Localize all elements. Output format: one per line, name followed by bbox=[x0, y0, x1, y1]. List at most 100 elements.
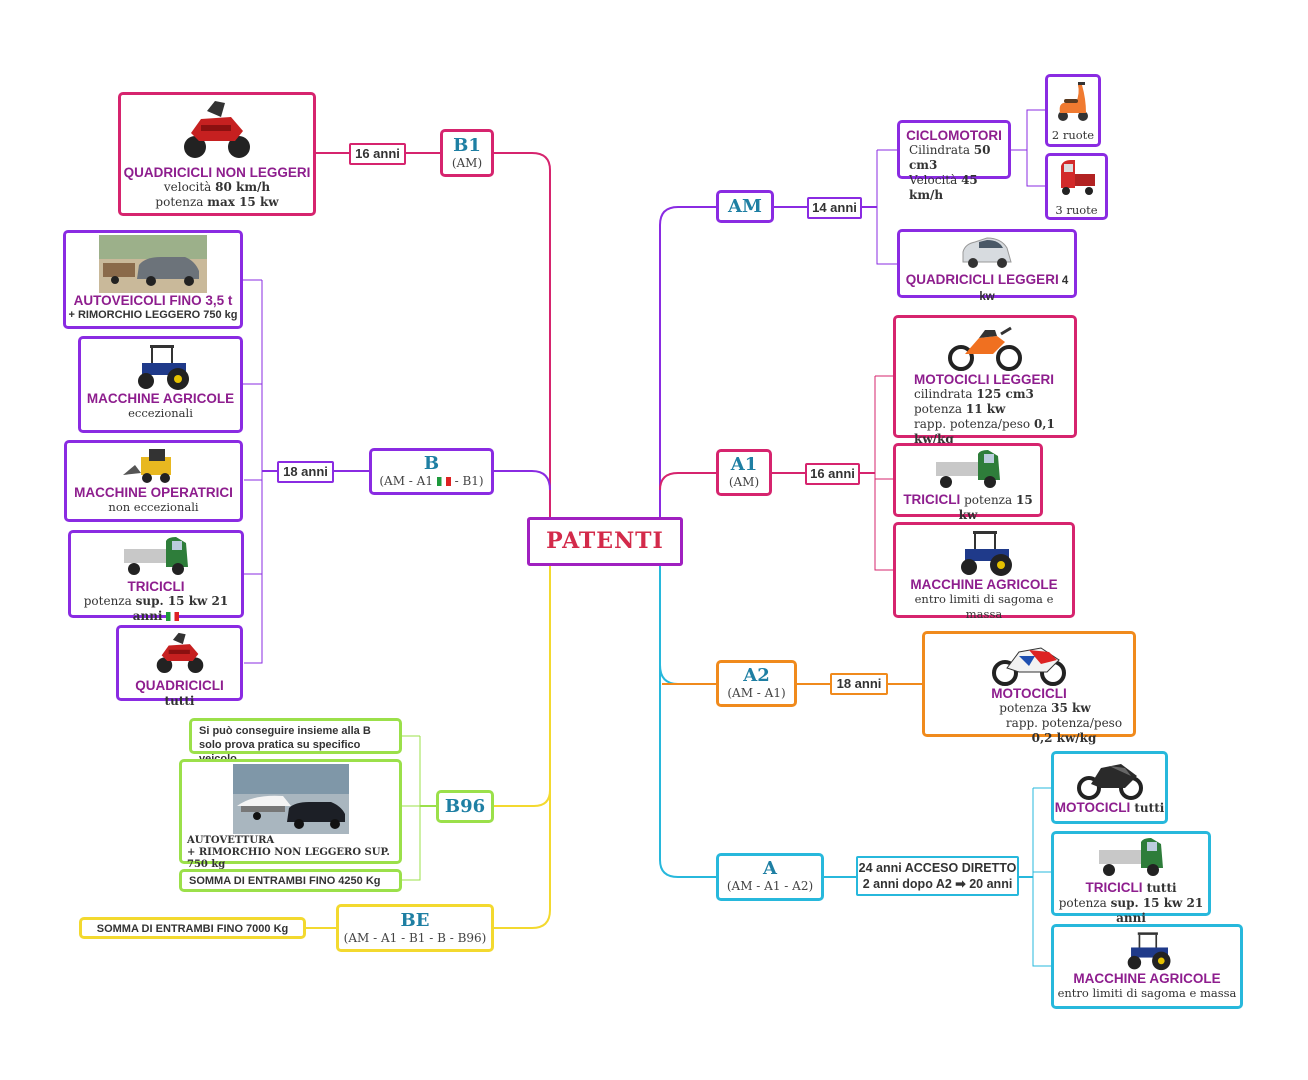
a-moto-title: MOTOCICLI bbox=[1054, 800, 1131, 815]
b1-quad-l1b: 80 km/h bbox=[215, 180, 271, 194]
am-2ruote-card[interactable]: 2 ruote bbox=[1045, 74, 1101, 147]
ape-red-icon bbox=[1060, 160, 1095, 195]
b-macchine-operatrici-card[interactable]: MACCHINE OPERATRICI non eccezionali bbox=[64, 440, 243, 522]
b-agr-title: MACCHINE AGRICOLE bbox=[86, 391, 235, 406]
license-be-node[interactable]: BE (AM - A1 - B1 - B - B96) bbox=[336, 904, 494, 952]
tractor-icon-3 bbox=[137, 345, 189, 390]
car-boat-trailer-icon bbox=[232, 764, 349, 834]
license-b1-node[interactable]: B1 (AM) bbox=[440, 129, 494, 177]
b96-sum-card[interactable]: SOMMA DI ENTRAMBI FINO 4250 Kg bbox=[179, 869, 402, 892]
b-macchine-agricole-card[interactable]: MACCHINE AGRICOLE eccezionali bbox=[78, 336, 243, 433]
b-tric-l1a: potenza bbox=[83, 594, 136, 608]
a1-age-badge: 16 anni bbox=[805, 463, 860, 485]
a1-moto-l2a: potenza bbox=[914, 402, 966, 416]
license-b-sub1: (AM - A1 bbox=[379, 474, 437, 488]
license-am-node[interactable]: AM bbox=[716, 190, 774, 223]
tractor-icon bbox=[961, 531, 1012, 576]
b96-auto-line2: + RIMORCHIO NON LEGGERO SUP. 750 kg bbox=[187, 847, 390, 870]
skid-loader-icon bbox=[122, 449, 171, 483]
be-sum-card[interactable]: SOMMA DI ENTRAMBI FINO 7000 Kg bbox=[79, 917, 306, 939]
license-b96-label: B96 bbox=[444, 796, 486, 817]
motorbike-orange-icon bbox=[948, 326, 1022, 371]
license-b96-node[interactable]: B96 bbox=[436, 790, 494, 823]
italy-flag-icon bbox=[436, 477, 451, 486]
b-auto-l1: + RIMORCHIO LEGGERO 750 kg bbox=[68, 309, 238, 321]
b-oper-l1: non eccezionali bbox=[108, 500, 199, 514]
a2-moto-l2b: 0,2 kw/kg bbox=[1031, 731, 1097, 745]
b96-autovettura-card[interactable]: AUTOVETTURA + RIMORCHIO NON LEGGERO SUP.… bbox=[179, 759, 402, 870]
a-tric-title: TRICICLI bbox=[1085, 880, 1143, 895]
am-quadricicli-leggeri-card[interactable]: QUADRICICLI LEGGERI 4 kw bbox=[897, 229, 1077, 303]
license-a-label: A bbox=[763, 858, 777, 879]
a-macchine-agricole-card[interactable]: MACCHINE AGRICOLE entro limiti di sagoma… bbox=[1051, 924, 1243, 1009]
b-quad-title: QUADRICICLI bbox=[135, 678, 224, 693]
b-agr-l1: eccezionali bbox=[128, 406, 193, 420]
quad-bike-icon-2 bbox=[156, 632, 203, 674]
a1-moto-l3a: rapp. potenza/peso bbox=[914, 417, 1034, 431]
a-tric-extra: tutti bbox=[1142, 881, 1177, 895]
license-b1-sub: (AM) bbox=[451, 156, 483, 170]
license-a2-node[interactable]: A2 (AM - A1) bbox=[716, 660, 797, 707]
am-quad-title: QUADRICICLI LEGGERI bbox=[905, 272, 1059, 287]
b-autoveicoli-card[interactable]: AUTOVEICOLI FINO 3,5 t + RIMORCHIO LEGGE… bbox=[63, 230, 243, 329]
a-moto-extra: tutti bbox=[1130, 801, 1165, 815]
a1-tricicli-card[interactable]: TRICICLI potenza 15 kw bbox=[893, 443, 1043, 522]
b1-quad-title: QUADRICICLI NON LEGGERI bbox=[123, 165, 311, 180]
a1-motocicli-leggeri-card[interactable]: MOTOCICLI LEGGERI cilindrata 125 cm3 pot… bbox=[893, 315, 1077, 446]
a1-macchine-agricole-card[interactable]: MACCHINE AGRICOLE entro limiti di sagoma… bbox=[893, 522, 1075, 621]
scooter-icon bbox=[1058, 82, 1088, 121]
am-ciclomotori-title: CICLOMOTORI bbox=[906, 128, 1002, 143]
a1-moto-l1b: 125 cm3 bbox=[976, 387, 1034, 401]
am-ciclomotori-card[interactable]: CICLOMOTORI Cilindrata 50 cm3 Velocità 4… bbox=[897, 120, 1011, 202]
b-auto-title: AUTOVEICOLI FINO 3,5 t bbox=[73, 293, 233, 308]
b1-quad-l2a: potenza bbox=[155, 195, 208, 209]
b-tricicli-card[interactable]: TRICICLI potenza sup. 15 kw 21 anni bbox=[68, 530, 244, 623]
a1-moto-l3b: 0,1 kw/kg bbox=[914, 417, 1055, 446]
a1-moto-title: MOTOCICLI LEGGERI bbox=[914, 372, 1055, 387]
b1-quad-l1a: velocità bbox=[163, 180, 216, 194]
a1-tric-extrab: 15 kw bbox=[958, 493, 1033, 522]
a-tric-l1b: sup. 15 kw 21 anni bbox=[1110, 896, 1204, 925]
a-agr-title: MACCHINE AGRICOLE bbox=[1073, 971, 1221, 986]
am-2ruote-label: 2 ruote bbox=[1051, 128, 1095, 142]
b-quad-extra: tutti bbox=[164, 694, 195, 708]
b-quadricicli-card[interactable]: QUADRICICLI tutti bbox=[116, 625, 243, 708]
am-quad-extra: 4 kw bbox=[979, 275, 1069, 303]
am-3ruote-card[interactable]: 3 ruote bbox=[1045, 153, 1108, 220]
a2-motocicli-card[interactable]: MOTOCICLI potenza 35 kw rapp. potenza/pe… bbox=[922, 631, 1136, 745]
license-b1-label: B1 bbox=[453, 135, 481, 156]
ciclo-l2b: 45 km/h bbox=[909, 173, 978, 202]
central-node-patenti[interactable]: PATENTI bbox=[527, 517, 683, 566]
quad-bike-icon bbox=[184, 101, 250, 158]
b-tric-l1b: sup. 15 kw 21 anni bbox=[132, 594, 229, 623]
ciclo-l2a: Velocità bbox=[909, 173, 962, 187]
license-b-node[interactable]: B (AM - A1 - B1) bbox=[369, 448, 494, 495]
a1-agr-title: MACCHINE AGRICOLE bbox=[910, 577, 1058, 592]
license-be-sub: (AM - A1 - B1 - B - B96) bbox=[343, 931, 487, 945]
a-tric-l1a: potenza bbox=[1058, 896, 1111, 910]
b1-quad-l2b: max 15 kw bbox=[207, 195, 279, 209]
ciclo-l1b: 50 cm3 bbox=[909, 143, 991, 172]
b1-age-badge: 16 anni bbox=[349, 143, 406, 165]
a2-moto-l1a: potenza bbox=[999, 701, 1052, 715]
a1-tric-title: TRICICLI bbox=[903, 492, 961, 507]
license-a-node[interactable]: A (AM - A1 - A2) bbox=[716, 853, 824, 901]
car-trailer-icon bbox=[99, 235, 207, 293]
license-am-label: AM bbox=[728, 196, 762, 217]
b1-quadricicli-card[interactable]: QUADRICICLI NON LEGGERI velocità 80 km/h… bbox=[118, 92, 316, 216]
a2-moto-l2a: rapp. potenza/peso bbox=[1005, 716, 1123, 730]
a1-tric-extra: potenza bbox=[960, 493, 1016, 507]
ape-green-icon bbox=[936, 450, 1000, 488]
motorbike-sport-icon bbox=[992, 647, 1066, 686]
license-a1-sub: (AM) bbox=[728, 475, 760, 489]
license-a-sub: (AM - A1 - A2) bbox=[726, 879, 814, 893]
a-tricicli-card[interactable]: TRICICLI tutti potenza sup. 15 kw 21 ann… bbox=[1051, 831, 1211, 925]
a-motocicli-card[interactable]: MOTOCICLI tutti bbox=[1051, 751, 1168, 824]
ape-green-icon-2 bbox=[1099, 838, 1163, 876]
tractor-icon-2 bbox=[1127, 932, 1171, 971]
license-a1-node[interactable]: A1 (AM) bbox=[716, 449, 772, 496]
a1-moto-l1a: cilindrata bbox=[914, 387, 977, 401]
b-age-badge: 18 anni bbox=[277, 461, 334, 483]
license-b-sub2: - B1) bbox=[450, 474, 484, 488]
b96-note-card[interactable]: Si può conseguire insieme alla B solo pr… bbox=[189, 718, 402, 765]
